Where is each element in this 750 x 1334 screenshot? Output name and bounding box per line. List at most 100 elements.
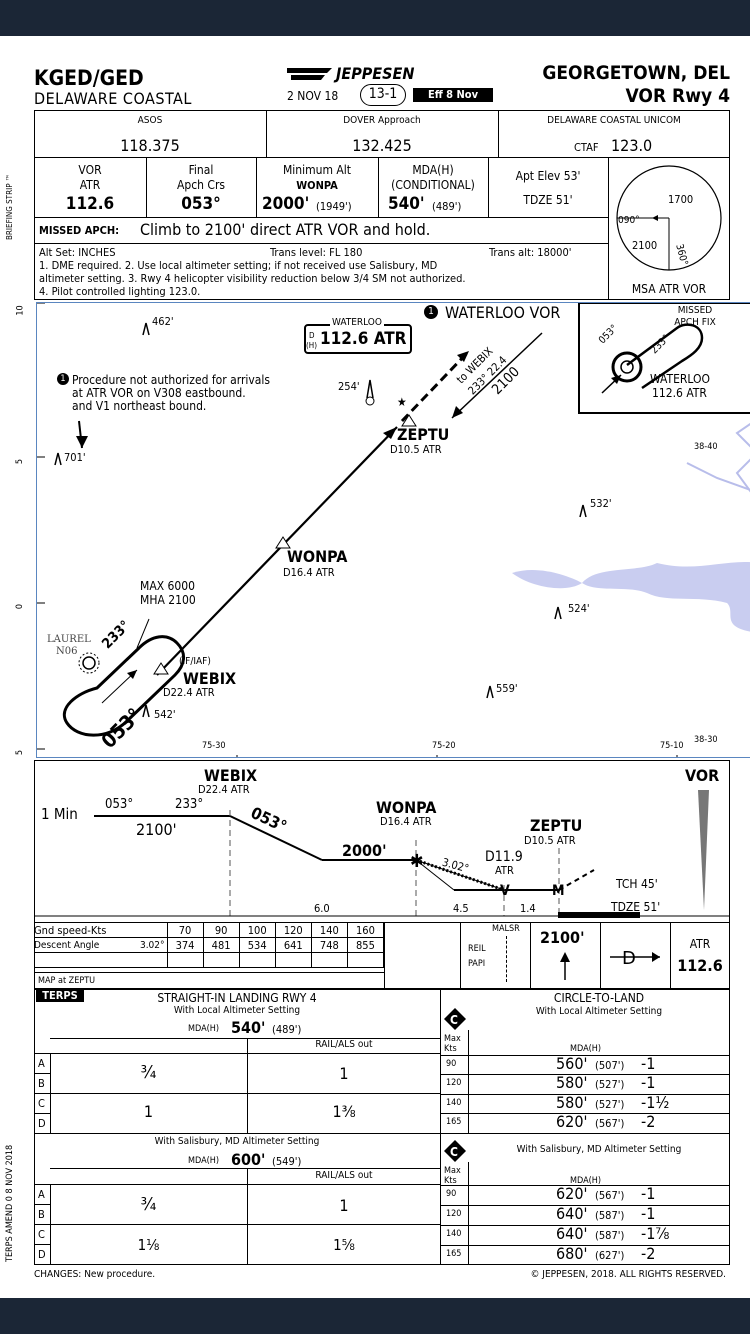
svg-text:C: C [450, 1145, 458, 1159]
apt-elev: Apt Elev 53' [515, 169, 581, 183]
profile-drawing: ✱ [34, 760, 730, 920]
rate-100: 534 [238, 937, 276, 953]
circle-title: CIRCLE-TO-LAND [553, 991, 645, 1005]
profile-tch: TCH 45' [616, 877, 658, 891]
gs-label: Gnd speed-Kts [34, 922, 168, 938]
vor-label-atr: ATR [79, 178, 101, 192]
missed-label: MISSED APCH: [39, 224, 120, 237]
profile-d119-atr: ATR [495, 864, 514, 877]
obstacle-254: 254' [338, 380, 360, 393]
vis2-cd-out: 1⅝ [333, 1236, 355, 1254]
profile-one-min: 1 Min [41, 805, 78, 823]
chart-date: 2 NOV 18 [287, 89, 339, 103]
circle-local-height: (567') [595, 1117, 625, 1130]
ctaf-label: CTAF [574, 141, 599, 154]
vis-ab-out: 1 [339, 1064, 349, 1083]
sal-mda: 600' [231, 1150, 266, 1169]
angle-cell: Descent Angle 3.02° [34, 937, 168, 953]
rate-140: 748 [310, 937, 348, 953]
vis2-ab: ¾ [140, 1194, 157, 1215]
circle-sal-height: (587') [595, 1209, 625, 1222]
asos-freq: 118.375 [120, 136, 180, 155]
scale-5b: 5 [15, 749, 26, 756]
circle-local-vis: -2 [641, 1112, 656, 1131]
ctaf-freq: 123.0 [611, 136, 653, 155]
msa-1700: 1700 [668, 193, 694, 206]
vis2-cd: 1⅛ [137, 1236, 160, 1254]
briefing-strip [34, 110, 730, 300]
map-label: MAP at ZEPTU [38, 976, 96, 986]
circle-sal-height: (567') [595, 1189, 625, 1202]
profile-hold-alt: 2100' [136, 820, 177, 839]
plan-note-marker: 1 [424, 305, 438, 319]
straight-mda-label: MDA(H) [188, 1024, 220, 1034]
profile-wonpa: WONPA [376, 798, 437, 817]
rate-70: 374 [166, 937, 204, 953]
scale-5a: 5 [15, 458, 26, 465]
gs-100: 100 [238, 922, 276, 938]
circle-sal-height: (627') [595, 1249, 625, 1262]
circle-local-vis: -1 [641, 1054, 656, 1073]
obstacle-462: 462' [152, 315, 174, 328]
sal-rail-als-out: RAIL/ALS out [315, 1170, 373, 1181]
copyright: © JEPPESEN, 2018. ALL RIGHTS RESERVED. [530, 1269, 726, 1280]
max-kts-2: Max Kts [444, 1166, 461, 1186]
gs-90: 90 [202, 922, 240, 938]
missed-fix-label: MISSED [677, 305, 713, 316]
circle-mda-label: MDA(H) [570, 1044, 602, 1054]
gs-70: 70 [166, 922, 204, 938]
min-alt-label: Minimum Alt [282, 163, 352, 177]
final-label2: Apch Crs [176, 178, 226, 192]
missed-vor-label: ATR [689, 937, 711, 951]
inset-waterloo: WATERLOO [650, 372, 710, 386]
obstacle-701: 701' [64, 451, 86, 464]
obstacle-542: 542' [154, 708, 176, 721]
waterloo-vor-label: WATERLOO VOR [445, 303, 561, 322]
bottom-bar [0, 1298, 750, 1334]
webix-label: WEBIX [183, 669, 237, 688]
asos-label: ASOS [137, 115, 163, 126]
plan-note-1: Procedure not authorized for arrivals [72, 373, 271, 387]
salisbury-alt: With Salisbury, MD Altimeter Setting [154, 1136, 320, 1147]
sal-cat-d: D [38, 1248, 46, 1261]
briefing-strip-label: BRIEFING STRIP ™ [5, 173, 14, 240]
circle-local-value: 580' [556, 1073, 588, 1092]
trans-level: Trans level: FL 180 [270, 246, 363, 259]
gs-140: 140 [310, 922, 348, 938]
lon-7530: 75-30 [202, 741, 226, 751]
profile-webix-dist: D22.4 ATR [198, 783, 250, 796]
cat-c: C [38, 1097, 45, 1110]
msa-label: MSA ATR VOR [631, 282, 707, 296]
changes: CHANGES: New procedure. [34, 1269, 156, 1280]
min-alt-fix: WONPA [296, 179, 338, 192]
sal-mda-h: (549') [272, 1155, 302, 1168]
airport-name: DELAWARE COASTAL [34, 89, 192, 108]
circle-sal-value: 640' [556, 1204, 588, 1223]
plan-note-2: at ATR VOR on V308 eastbound. [72, 386, 246, 400]
circle-local-speed: 90 [446, 1059, 457, 1069]
missed-text: Climb to 2100' direct ATR VOR and hold. [140, 220, 431, 239]
circle-diamond-icon-2: C [444, 1140, 466, 1162]
airport-ident: KGED/GED [34, 66, 144, 90]
svg-text:D: D [622, 948, 636, 969]
circle-local-value: 560' [556, 1054, 588, 1073]
msa-circle [612, 160, 726, 278]
straight-mda: 540' [231, 1018, 266, 1037]
scale-0: 0 [15, 603, 26, 610]
laurel-label: LAUREL [47, 634, 91, 645]
profile-tdze: TDZE 51' [611, 900, 661, 914]
mda-conditional: (CONDITIONAL) [391, 178, 475, 192]
circle-sal-speed: 90 [446, 1189, 457, 1199]
max-alt: MAX 6000 [140, 579, 195, 593]
top-bar [0, 0, 750, 36]
final-label: Final [188, 163, 214, 177]
chart-index: 13-1 [360, 84, 406, 106]
missed-alt: 2100' [540, 928, 585, 947]
circle-local-value: 580' [556, 1093, 588, 1112]
cat-a: A [38, 1057, 45, 1070]
profile-view [34, 760, 730, 990]
circle-sal: With Salisbury, MD Altimeter Setting [516, 1144, 682, 1155]
sal-cat-b: B [38, 1208, 45, 1221]
wonpa-dist: D16.4 ATR [283, 566, 335, 579]
profile-webix: WEBIX [204, 766, 258, 785]
